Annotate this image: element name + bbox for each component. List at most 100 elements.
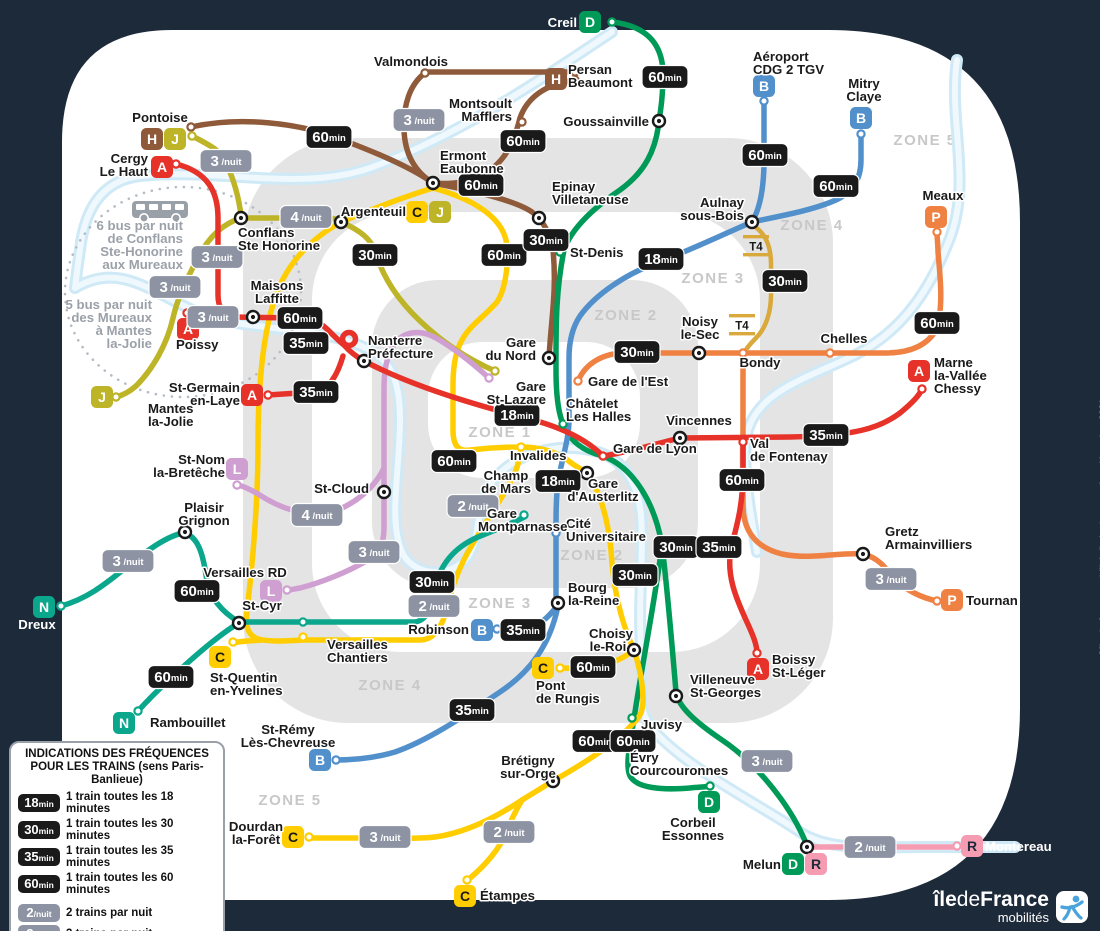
mobilites-figure-icon bbox=[1056, 890, 1088, 923]
station-label: Châtelet bbox=[566, 396, 619, 411]
chip-letter: A bbox=[247, 387, 257, 403]
badge-bg bbox=[292, 379, 340, 405]
t4-bar bbox=[743, 253, 769, 257]
frequency-badge: 2 /nuit bbox=[407, 593, 461, 619]
line-chip-B: B bbox=[850, 107, 872, 129]
legend-row-label: 2 trains par nuit bbox=[66, 906, 153, 919]
station-label: Évry bbox=[630, 750, 659, 765]
bus-note-line: Ste-Honorine bbox=[100, 244, 183, 259]
frequency-badge: 60min bbox=[457, 172, 505, 198]
badge-bg bbox=[358, 824, 412, 850]
badge-text: 3 /nuit bbox=[210, 153, 242, 170]
chip-letter: J bbox=[98, 389, 106, 405]
badge-text: 2 /nuit bbox=[418, 598, 450, 615]
chip-bg bbox=[545, 68, 567, 90]
frequency-badge: 3 /nuit bbox=[392, 107, 446, 133]
badge-text: 3 /nuit bbox=[358, 544, 390, 561]
station-stop-dot bbox=[570, 75, 580, 85]
station-label: Aéroport bbox=[753, 49, 809, 64]
badge-text: 60min bbox=[312, 129, 346, 146]
badge-text: 30min bbox=[620, 344, 654, 361]
line-chip-J: J bbox=[164, 128, 186, 150]
station-label: Mitry bbox=[848, 76, 880, 91]
station-interchange-core bbox=[673, 693, 679, 699]
badge-bg bbox=[864, 566, 918, 592]
zone-label: ZONE 3 bbox=[468, 595, 531, 612]
badge-text: 60min bbox=[576, 659, 610, 676]
station-interchange-core bbox=[631, 647, 637, 653]
line-chip-A: A bbox=[151, 156, 173, 178]
frequency-badge: 3 /nuit bbox=[101, 548, 155, 574]
badge-text: 3 /nuit bbox=[403, 112, 435, 129]
frequency-badge: 60min bbox=[609, 728, 657, 754]
station-label: d'Austerlitz bbox=[567, 489, 639, 504]
station-stop-dot bbox=[171, 159, 181, 169]
badge-bg bbox=[276, 305, 324, 331]
station-stop-dot bbox=[282, 585, 292, 595]
t4-bar bbox=[729, 314, 755, 318]
chip-letter: D bbox=[788, 856, 798, 872]
line-chip-H: H bbox=[545, 68, 567, 90]
badge-text: 35min bbox=[455, 702, 489, 719]
chip-bg bbox=[406, 201, 428, 223]
station-stop-dot bbox=[952, 841, 962, 851]
badge-text: 30min bbox=[618, 567, 652, 584]
station-label: Champ bbox=[484, 468, 529, 483]
badge-bg bbox=[279, 204, 333, 230]
station-label: la-Bretêche bbox=[153, 465, 225, 480]
station-label: Corbeil bbox=[670, 815, 715, 830]
chip-letter: N bbox=[39, 599, 49, 615]
legend-row: 3/nuit 3 trains par nuit bbox=[18, 924, 216, 931]
badge-bg bbox=[101, 548, 155, 574]
badge-bg bbox=[347, 539, 401, 565]
line-chip-J: J bbox=[91, 386, 113, 408]
station-stop-dot bbox=[555, 663, 565, 673]
chip-bg bbox=[429, 201, 451, 223]
station-stop-dot bbox=[263, 390, 273, 400]
badge-text: 3 /nuit bbox=[201, 249, 233, 266]
frequency-badge: 4 /nuit bbox=[290, 502, 344, 528]
bus-wheel bbox=[170, 213, 181, 223]
chip-letter: L bbox=[233, 461, 242, 477]
bus-note-line: à Mantes bbox=[96, 323, 152, 338]
chip-letter: A bbox=[157, 159, 167, 175]
chip-bg bbox=[282, 826, 304, 848]
station-label: Invalides bbox=[510, 448, 566, 463]
legend-nuit-badge: 3/nuit bbox=[18, 924, 60, 931]
station-label: Montsoult bbox=[449, 96, 513, 111]
station-label: Cergy bbox=[111, 151, 149, 166]
frequency-badge: 30min bbox=[351, 242, 399, 268]
station-label: Montereau bbox=[985, 839, 1052, 854]
station-interchange-core bbox=[430, 180, 436, 186]
line-chip-D: D bbox=[579, 11, 601, 33]
station-label: Argenteuil bbox=[341, 204, 406, 219]
station-label: de Fontenay bbox=[750, 449, 828, 464]
station-label: St-Lazare bbox=[487, 392, 546, 407]
chip-bg bbox=[454, 885, 476, 907]
badge-bg bbox=[522, 227, 570, 253]
chip-letter: N bbox=[119, 715, 129, 731]
t4-symbol: T4 bbox=[743, 235, 769, 257]
frequency-badge: 4 /nuit bbox=[279, 204, 333, 230]
station-stop-dot bbox=[304, 832, 314, 842]
frequency-badge: 35min bbox=[802, 422, 850, 448]
station-label: Lès-Chevreuse bbox=[241, 735, 336, 750]
badge-text: 35min bbox=[506, 622, 540, 639]
frequency-badge: 60min bbox=[480, 242, 528, 268]
station-label: Mantes bbox=[148, 401, 193, 416]
chip-bg bbox=[941, 589, 963, 611]
line-A-5 bbox=[726, 435, 760, 656]
station-label: Conflans bbox=[238, 225, 294, 240]
badge-bg bbox=[430, 448, 478, 474]
frequency-badge: 60min bbox=[571, 728, 619, 754]
station-label: Cité bbox=[566, 516, 591, 531]
station-label: St-Quentin bbox=[210, 670, 277, 685]
badge-text: 3 /nuit bbox=[112, 553, 144, 570]
chip-letter: J bbox=[171, 131, 179, 147]
station-stop-dot bbox=[738, 437, 748, 447]
station-label: CDG 2 TGV bbox=[753, 62, 824, 77]
